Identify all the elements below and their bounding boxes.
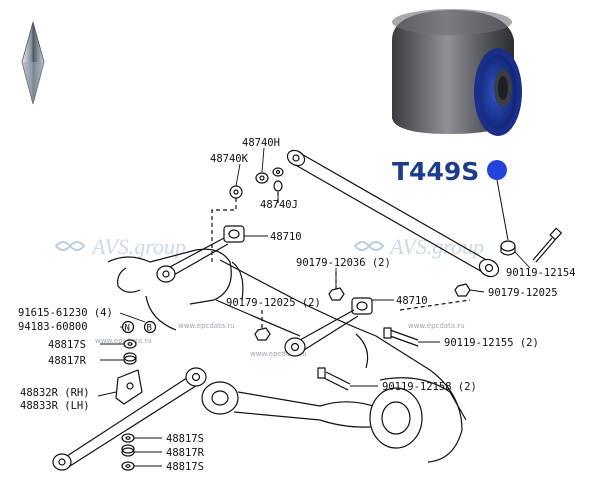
watermark-brand-left: AVS.group (90, 234, 186, 259)
part-label-90119-12155: 90119-12155 (2) (444, 337, 539, 349)
part-label-48817r-left: 48817R (48, 355, 87, 367)
watermark-site-4: www.epcdata.ru (250, 350, 307, 358)
part-code-badge: T449S (392, 157, 479, 186)
watermark-site-2: www.epcdata.ru (408, 322, 465, 330)
part-label-48833r: 48833R (LH) (20, 400, 90, 412)
part-label-90119-12154: 90119-12154 (506, 267, 576, 279)
badge-leader (496, 179, 509, 241)
watermark-site-3: www.epcdata.ru (95, 337, 152, 345)
part-label-48832r: 48832R (RH) (20, 387, 90, 399)
watermark-left: AVS.group (54, 234, 186, 259)
suspension-line-art (52, 149, 562, 471)
part-label-48817r-bottom: 48817R (166, 447, 205, 459)
part-label-48817s-bottom-1: 48817S (166, 433, 204, 445)
watermark-site-1: www.epcdata.ru (178, 322, 235, 330)
part-label-48817s-left: 48817S (48, 339, 86, 351)
part-label-48817s-bottom-2: 48817S (166, 461, 204, 473)
part-label-90119-12158: 90119-12158 (2) (382, 381, 477, 393)
label-leaders (97, 147, 531, 467)
callout-n: N (125, 324, 130, 334)
part-label-48740k: 48740K (210, 153, 249, 165)
part-label-90179-12025-center: 90179-12025 (2) (226, 297, 321, 309)
watermark-right: AVS.group (353, 234, 484, 259)
watermark-brand-right: AVS.group (388, 234, 484, 259)
part-label-48740h: 48740H (242, 137, 280, 149)
part-label-90179-12036: 90179-12036 (2) (296, 257, 391, 269)
badge-dot-icon (487, 160, 507, 180)
diamond-logo-icon (21, 21, 45, 105)
part-label-48740j: 48740J (260, 199, 298, 211)
part-label-48710-right: 48710 (396, 295, 428, 307)
rubber-bushing-photo (392, 9, 522, 136)
callout-b: B (147, 324, 152, 334)
part-label-94183-60800: 94183-60800 (18, 321, 88, 333)
part-label-48710-upper: 48710 (270, 231, 302, 243)
part-label-91615-61230: 91615-61230 (4) (18, 307, 113, 319)
part-label-90179-12025-right: 90179-12025 (488, 287, 558, 299)
